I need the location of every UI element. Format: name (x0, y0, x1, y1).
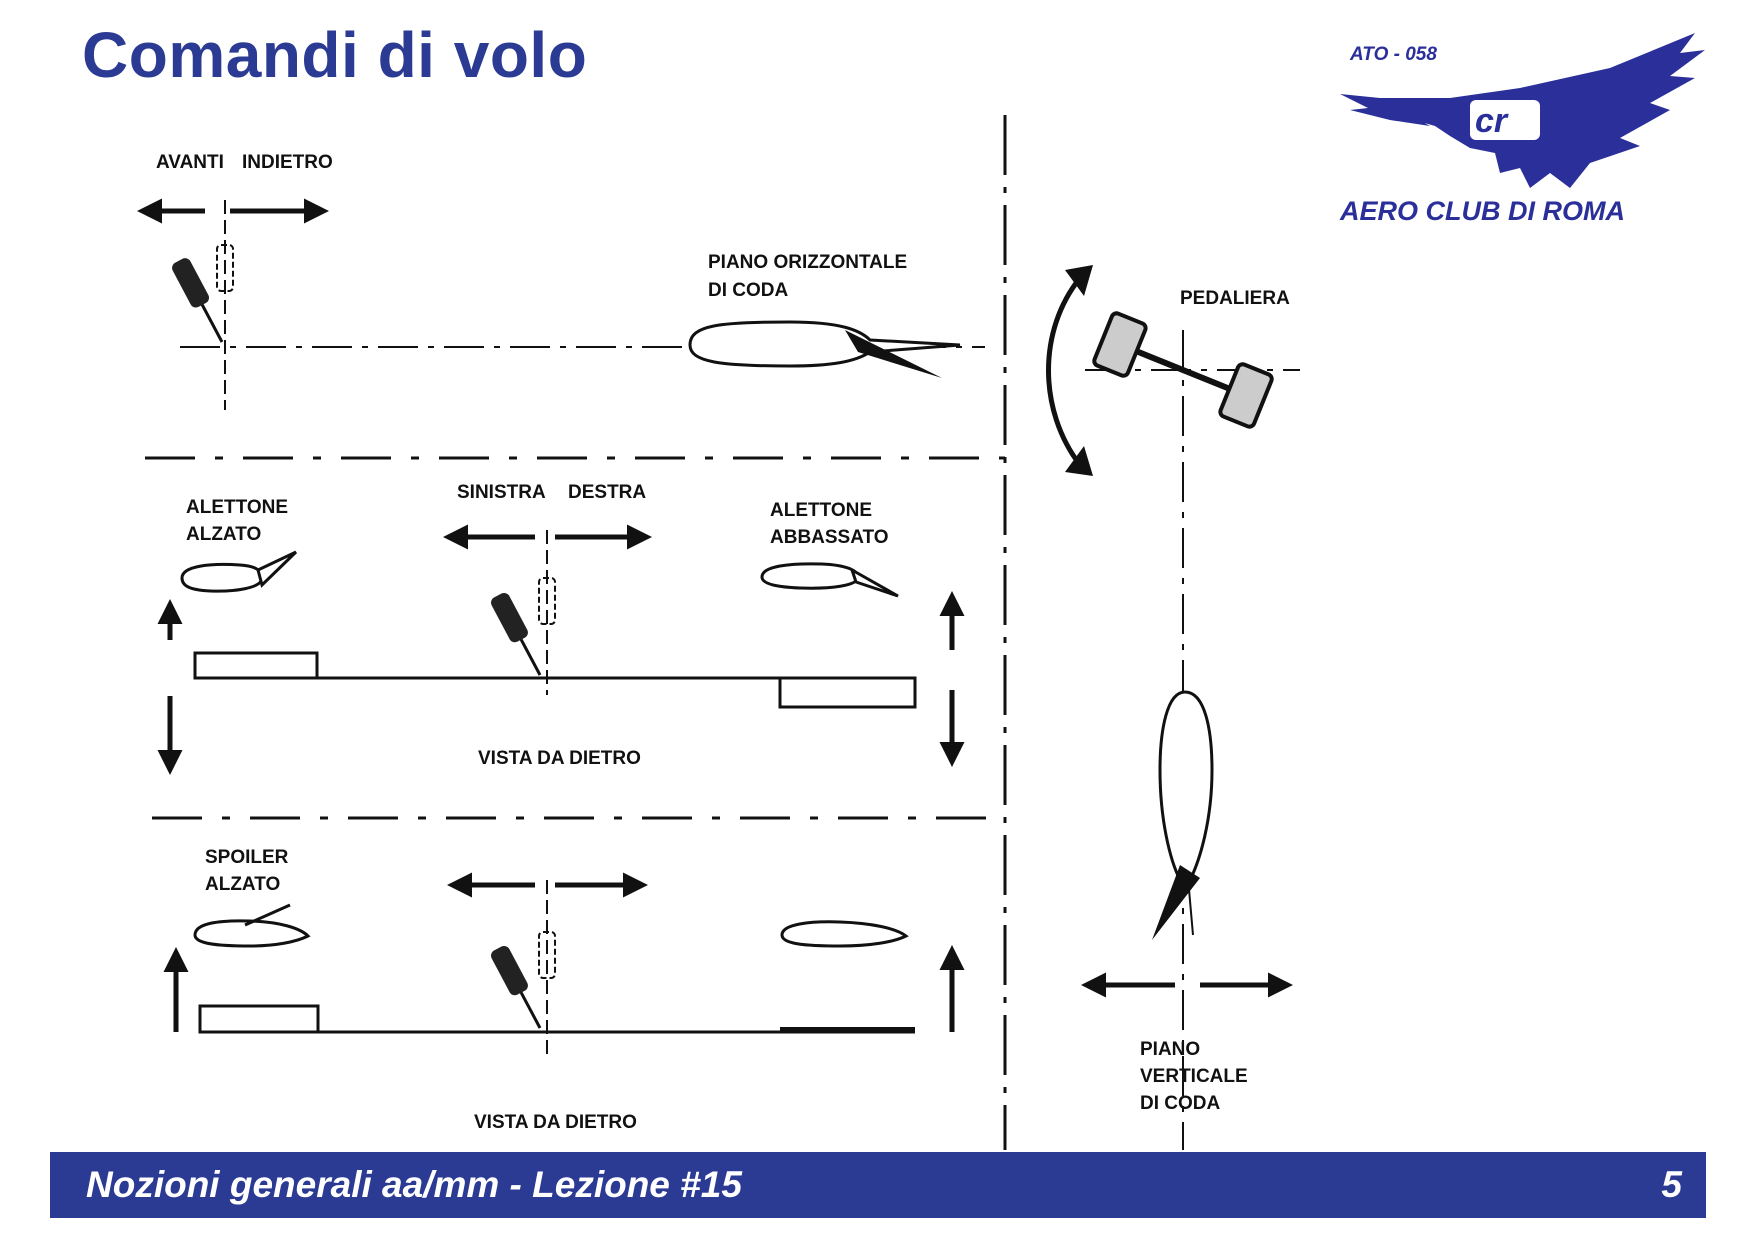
aileron-lowered (849, 566, 899, 598)
label-alettone-abbassato-2: ABBASSATO (770, 527, 889, 548)
pedal-rotation-arc (1046, 276, 1082, 467)
spoiler-panel (244, 903, 291, 927)
label-di-coda-h: DI CODA (708, 280, 789, 301)
label-alettone-alzato-1: ALETTONE (186, 497, 288, 518)
rudder-ghost (1187, 877, 1194, 936)
page-title: Comandi di volo (82, 19, 588, 91)
label-alettone-abbassato-1: ALETTONE (770, 500, 872, 521)
vertical-tail-airfoil (1158, 690, 1214, 882)
rudder-pedals (1092, 311, 1274, 429)
label-pedaliera: PEDALIERA (1180, 288, 1290, 309)
label-vista-da-dietro-2: VISTA DA DIETRO (474, 1112, 637, 1133)
label-spoiler-alzato-1: SPOILER (205, 847, 289, 868)
label-sinistra: SINISTRA (457, 482, 546, 503)
elevator-deflected (845, 330, 942, 378)
footer-bar: Nozioni generali aa/mm - Lezione #15 5 (50, 1152, 1706, 1218)
rudder-section: PEDALIERA PIANO VERTICALE DI CODA (1046, 265, 1300, 1150)
label-alettone-alzato-2: ALZATO (186, 524, 261, 545)
logo-code: ATO - 058 (1350, 44, 1437, 65)
footer-lesson-title: Nozioni generali aa/mm - Lezione #15 (86, 1164, 742, 1205)
label-piano-orizzontale: PIANO ORIZZONTALE (708, 252, 907, 273)
horizontal-tail-airfoil (688, 320, 961, 368)
airfoil-spoiler-raised (193, 919, 311, 948)
aileron-section: SINISTRA DESTRA ALETTONE ALZATO ALETTONE… (157, 482, 965, 775)
airfoil-aileron-raised (180, 562, 264, 593)
elevator-section: AVANTI INDIETRO PIANO ORIZZONTALE DI COD… (137, 152, 985, 410)
label-piano: PIANO (1140, 1039, 1200, 1060)
aero-club-logo: ATO - 058 cr AERO CLUB DI ROMA (1320, 28, 1710, 238)
spoiler-flat-rect (780, 1027, 915, 1033)
label-spoiler-alzato-2: ALZATO (205, 874, 280, 895)
spoiler-section: SPOILER ALZATO VISTA DA DIETRO (163, 847, 965, 1133)
aileron-up-rect (193, 651, 319, 680)
stick-ghost-spoiler (538, 931, 556, 979)
stick-ghost-aileron (538, 577, 556, 625)
airfoil-spoiler-neutral (780, 920, 909, 948)
page-number: 5 (1661, 1164, 1682, 1205)
eagle-icon: cr (1340, 33, 1705, 188)
airfoil-aileron-lowered (760, 562, 860, 590)
control-stick-spoiler (491, 945, 542, 1029)
control-stick-elevator (172, 258, 224, 343)
label-destra: DESTRA (568, 482, 646, 503)
aileron-down-rect (778, 676, 917, 709)
aileron-raised (256, 550, 298, 588)
label-avanti: AVANTI (156, 152, 224, 173)
label-vista-da-dietro-1: VISTA DA DIETRO (478, 748, 641, 769)
control-stick-aileron (491, 592, 542, 676)
stick-ghost (216, 244, 234, 292)
svg-text:cr: cr (1475, 102, 1509, 140)
logo-name: AERO CLUB DI ROMA (1340, 196, 1625, 226)
spoiler-up-rect (198, 1004, 320, 1034)
label-di-coda-v: DI CODA (1140, 1093, 1221, 1114)
label-indietro: INDIETRO (242, 152, 333, 173)
label-verticale: VERTICALE (1140, 1066, 1248, 1087)
